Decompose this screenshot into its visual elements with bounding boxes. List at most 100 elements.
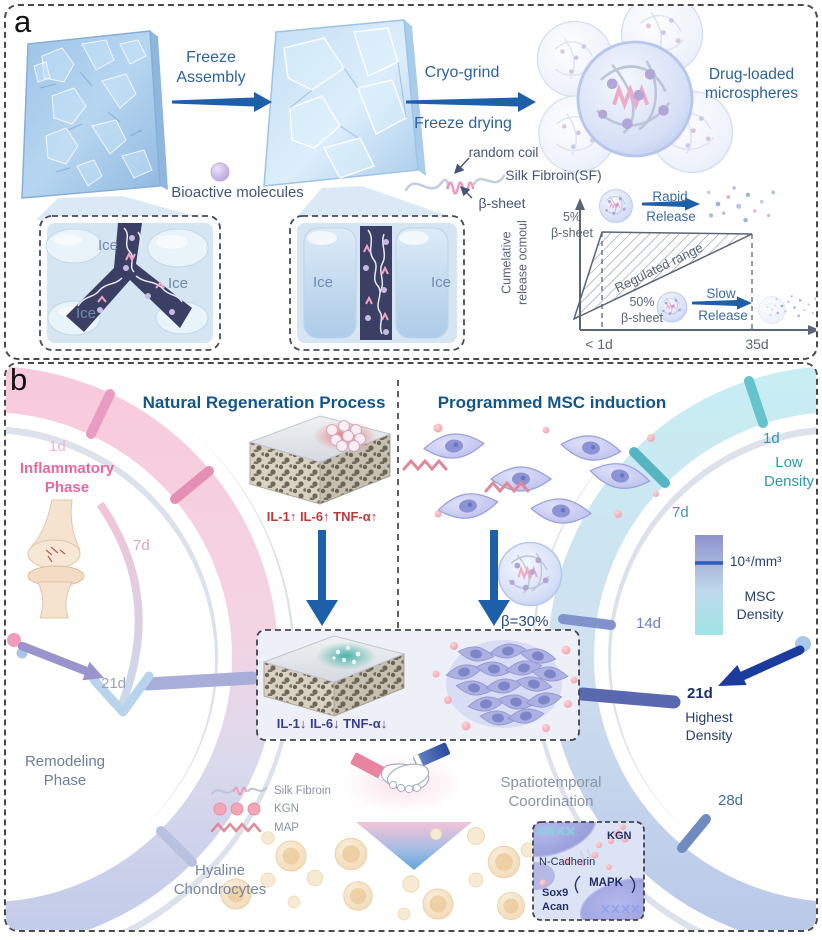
map-icon <box>210 822 262 833</box>
freeze-drying-label: Freeze drying <box>414 115 512 132</box>
x-tick-start: < 1d <box>585 336 613 352</box>
x-tick-end: 35d <box>745 336 769 352</box>
phase-curve-arrow <box>96 501 143 706</box>
density-value: 10⁴/mm³ <box>730 554 782 569</box>
panel-b-label: b <box>10 362 28 397</box>
beta-sheet-label: β-sheet <box>478 195 526 211</box>
left-clock-ring <box>6 364 295 930</box>
ice-label: Ice <box>430 274 451 291</box>
left-7d: 7d <box>133 537 150 554</box>
right-28d: 28d <box>718 792 744 809</box>
pathway-ncadherin: N-Cadherin <box>539 856 596 868</box>
ice-label: Ice <box>167 275 188 292</box>
silk-fibroin-label: Silk Fibroin(SF) <box>505 167 602 183</box>
legend-row-kgn: KGN <box>210 801 299 817</box>
density-arrow <box>735 645 805 682</box>
bioactive-molecule-icon <box>210 162 230 182</box>
freeze-assembly-arrow <box>172 92 272 112</box>
legend-kgn-label: KGN <box>274 803 299 815</box>
release-graph <box>572 186 816 335</box>
pathway-acan: Acan <box>542 901 569 913</box>
random-coil-pointer <box>454 157 470 175</box>
ice-label: Ice <box>75 305 96 322</box>
right-21d: 21d <box>687 685 713 702</box>
rapid-release-arrow <box>642 197 700 211</box>
spatiotemporal-label: Spatiotemporal Coordination <box>500 774 602 810</box>
cytokines-down: IL-1↓ IL-6↓ TNF-α↓ <box>276 716 388 731</box>
beta30-label: β=30% <box>501 613 549 630</box>
panel-a: a Freeze Assembly Cryo-grind Freeze dryi… <box>4 4 818 360</box>
phase-arrowhead <box>89 671 154 717</box>
bioactive-label: Bioactive molecules <box>171 184 304 201</box>
drug-loaded-label: Drug-loaded microspheres <box>704 66 799 103</box>
tick-21d-left <box>140 671 259 691</box>
panel-a-illustration <box>21 6 816 351</box>
remodeling-phase: Remodeling Phase <box>24 753 106 789</box>
msc-density: MSC Density <box>736 588 784 622</box>
microsphere-icon <box>497 541 563 607</box>
right-title: Programmed MSC induction <box>437 393 667 412</box>
low-beta-label: 50% β-sheet <box>621 295 663 325</box>
tick-21d-right <box>575 687 681 709</box>
ice-block-fine <box>21 30 168 199</box>
legend-row-silk: Silk Fibroin <box>210 782 331 800</box>
inset-ice-lamellar <box>289 215 465 351</box>
right-7d: 7d <box>672 504 689 521</box>
left-21d: 21d <box>101 675 127 692</box>
panel-a-label: a <box>14 4 32 39</box>
funnel-right <box>294 186 454 220</box>
scaffold-inflamed <box>248 415 392 505</box>
kgn-icon <box>213 802 261 816</box>
slow-release-label: Release <box>698 308 748 323</box>
silk-fibroin-icon <box>211 786 267 796</box>
tick-7d-right <box>629 447 670 488</box>
beta-sheet-pointer <box>460 186 473 199</box>
cell-sheet <box>432 640 578 732</box>
inset-ice-dendritic <box>39 215 221 351</box>
panel-b-illustration <box>6 364 816 930</box>
ice-label: Ice <box>97 237 118 254</box>
ice-label: Ice <box>312 274 333 291</box>
highest-density: Highest Density <box>685 709 733 743</box>
ice-block-coarse <box>263 19 426 187</box>
coordination-arrow <box>356 822 472 870</box>
legend-silk-label: Silk Fibroin <box>274 785 331 797</box>
scaffold-healed <box>262 635 406 717</box>
funnel-left <box>36 196 202 220</box>
high-beta-label: 5% β-sheet <box>551 210 593 240</box>
tick-28d-right <box>677 814 711 853</box>
pink-dot <box>7 633 21 647</box>
induction-arrows <box>306 530 510 626</box>
left-1d: 1d <box>49 438 66 455</box>
cryo-grind-arrow <box>406 92 536 112</box>
pathway-inset <box>532 821 645 921</box>
knee-joint-icon <box>27 499 85 619</box>
rapid-release-label: Release <box>646 209 696 224</box>
inflammatory-phase: Inflammatory Phase <box>19 460 115 496</box>
polymer-channel <box>66 223 192 332</box>
right-1d: 1d <box>763 430 780 447</box>
graph-y-label: Cumelative release ocmoul <box>499 220 529 306</box>
cytokines-up: IL-1↑ IL-6↑ TNF-α↑ <box>266 509 378 524</box>
tick-1d-left <box>86 389 115 439</box>
slow-label: Slow <box>706 286 736 301</box>
tick-14d-right <box>558 614 616 630</box>
slow-release-arrow <box>692 296 752 310</box>
freeze-assembly-label: Freeze Assembly <box>176 49 246 86</box>
legend-map-label: MAP <box>274 822 299 834</box>
legend-row-map: MAP <box>210 820 299 836</box>
pathway-mapk: MAPK <box>589 877 623 889</box>
left-title: Natural Regeneration Process <box>142 393 386 412</box>
tick-7d-left <box>170 466 214 504</box>
handshake-icon <box>340 742 464 814</box>
msc-cells <box>402 423 659 527</box>
cryo-grind-label: Cryo-grind <box>424 64 500 81</box>
random-coil-label: random coil <box>468 145 539 160</box>
tick-late-left <box>156 826 197 867</box>
pathway-sox9: Sox9 <box>542 887 569 899</box>
panel-b: b Natural Regeneration Process Programme… <box>4 362 818 932</box>
hyaline-label: Hyaline Chondrocytes <box>173 862 267 898</box>
density-colorbar <box>695 535 723 635</box>
pathway-kgn: KGN <box>607 830 632 842</box>
